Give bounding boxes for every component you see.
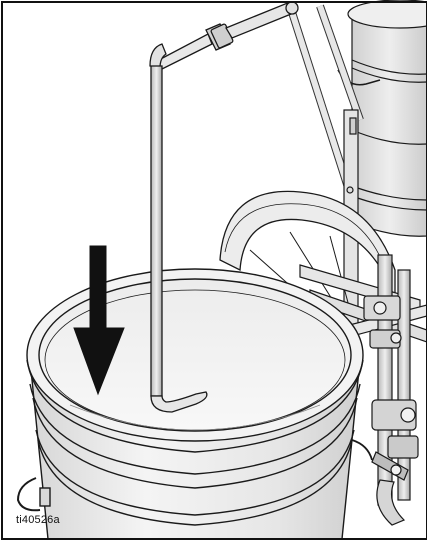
figure-id-label: ti40526a (16, 514, 60, 526)
paint-pail (16, 268, 373, 539)
pump-assembly (299, 254, 427, 526)
down-arrow-icon (73, 245, 125, 396)
suction-tube (149, 1, 299, 413)
